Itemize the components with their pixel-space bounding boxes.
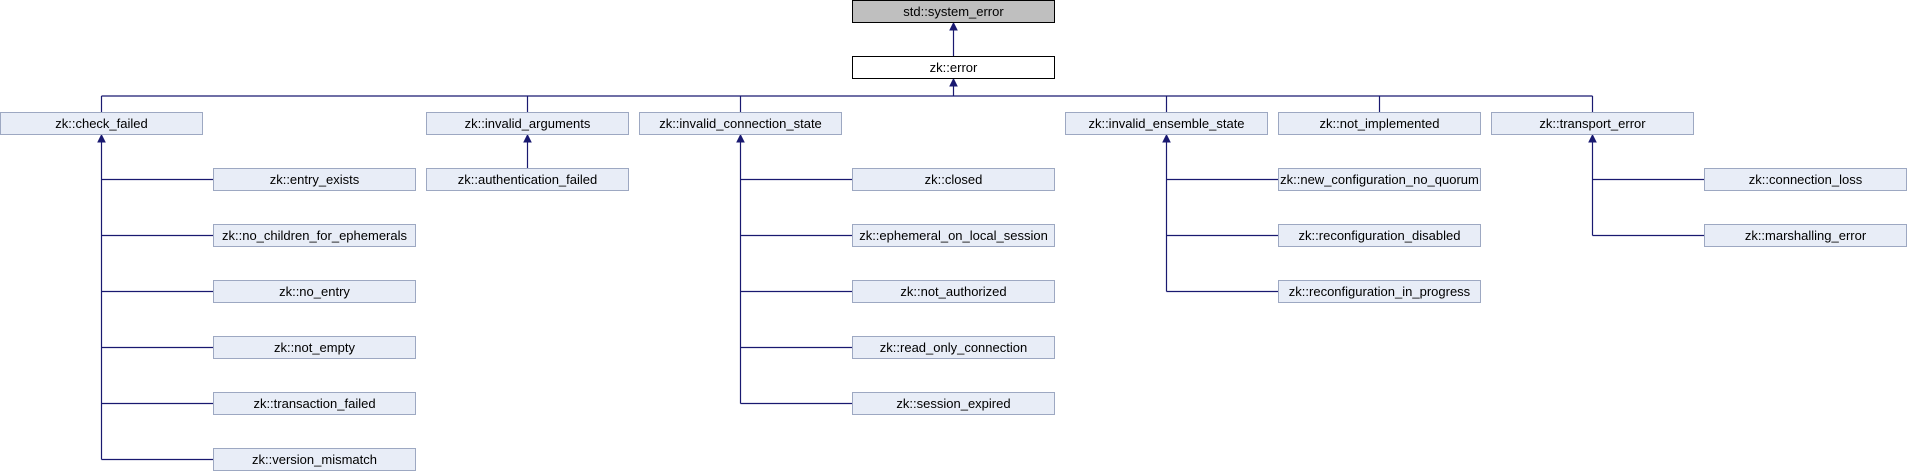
class-box (1065, 112, 1268, 135)
class-label: zk::invalid_arguments (465, 116, 591, 131)
class-node-ephemeral-on-local-session[interactable]: zk::ephemeral_on_local_session (852, 224, 1055, 247)
class-label: zk::not_empty (274, 340, 355, 355)
class-label: zk::connection_loss (1749, 172, 1863, 187)
class-node-error[interactable]: zk::error (852, 56, 1055, 79)
class-label: zk::ephemeral_on_local_session (859, 228, 1048, 243)
class-label: zk::session_expired (896, 396, 1010, 411)
class-node-closed[interactable]: zk::closed (852, 168, 1055, 191)
class-label: zk::new_configuration_no_quorum (1280, 172, 1479, 187)
class-box (852, 224, 1055, 247)
class-label: zk::transaction_failed (253, 396, 375, 411)
class-node-connection-loss[interactable]: zk::connection_loss (1704, 168, 1907, 191)
class-node-not-empty[interactable]: zk::not_empty (213, 336, 416, 359)
class-label: zk::reconfiguration_disabled (1299, 228, 1461, 243)
class-node-invalid-ensemble-state[interactable]: zk::invalid_ensemble_state (1065, 112, 1268, 135)
class-box (1278, 112, 1481, 135)
class-label: zk::invalid_ensemble_state (1088, 116, 1244, 131)
class-box (852, 56, 1055, 79)
class-node-entry-exists[interactable]: zk::entry_exists (213, 168, 416, 191)
class-box (213, 168, 416, 191)
class-label: zk::not_implemented (1320, 116, 1440, 131)
edge-group-invalid-ensemble-state (1162, 133, 1279, 293)
class-label: zk::version_mismatch (252, 452, 377, 467)
class-label: zk::check_failed (55, 116, 148, 131)
class-node-marshalling-error[interactable]: zk::marshalling_error (1704, 224, 1907, 247)
class-node-not-implemented[interactable]: zk::not_implemented (1278, 112, 1481, 135)
class-box (426, 112, 629, 135)
class-box (1278, 224, 1481, 247)
edges-layer (97, 21, 1705, 461)
class-box (0, 112, 203, 135)
class-node-new-configuration-no-quorum[interactable]: zk::new_configuration_no_quorum (1278, 168, 1481, 191)
class-label: zk::no_children_for_ephemerals (222, 228, 407, 243)
class-node-reconfiguration-disabled[interactable]: zk::reconfiguration_disabled (1278, 224, 1481, 247)
class-node-read-only-connection[interactable]: zk::read_only_connection (852, 336, 1055, 359)
class-box (1278, 168, 1481, 191)
class-node-no-children-for-ephemerals[interactable]: zk::no_children_for_ephemerals (213, 224, 416, 247)
class-box (1491, 112, 1694, 135)
class-label: zk::authentication_failed (458, 172, 597, 187)
class-label: zk::no_entry (279, 284, 350, 299)
class-node-transport-error[interactable]: zk::transport_error (1491, 112, 1694, 135)
class-label: zk::read_only_connection (880, 340, 1027, 355)
class-node-no-entry[interactable]: zk::no_entry (213, 280, 416, 303)
edge-group-transport-error (1588, 133, 1705, 237)
class-node-authentication-failed[interactable]: zk::authentication_failed (426, 168, 629, 191)
class-box (213, 336, 416, 359)
class-node-reconfiguration-in-progress[interactable]: zk::reconfiguration_in_progress (1278, 280, 1481, 303)
class-node-not-authorized[interactable]: zk::not_authorized (852, 280, 1055, 303)
class-node-system-error[interactable]: std::system_error (852, 0, 1055, 23)
class-box (213, 224, 416, 247)
class-box (213, 448, 416, 471)
class-node-invalid-arguments[interactable]: zk::invalid_arguments (426, 112, 629, 135)
class-box (852, 336, 1055, 359)
class-box (852, 0, 1055, 23)
class-node-check-failed[interactable]: zk::check_failed (0, 112, 203, 135)
arrowhead (523, 133, 532, 143)
edge-group-invalid-connection-state (736, 133, 853, 405)
arrowhead (736, 133, 745, 143)
class-node-invalid-connection-state[interactable]: zk::invalid_connection_state (639, 112, 842, 135)
class-box (213, 392, 416, 415)
edge-group-invalid-arguments (523, 133, 532, 169)
edge-group-error (100, 77, 1594, 113)
arrowhead (949, 77, 958, 87)
class-label: zk::reconfiguration_in_progress (1289, 284, 1471, 299)
class-label: zk::entry_exists (270, 172, 360, 187)
class-box (213, 280, 416, 303)
class-box (852, 280, 1055, 303)
class-box (426, 168, 629, 191)
class-label: zk::error (930, 60, 978, 75)
edge-group-check-failed (97, 133, 214, 461)
class-label: zk::transport_error (1539, 116, 1646, 131)
class-box (639, 112, 842, 135)
class-node-transaction-failed[interactable]: zk::transaction_failed (213, 392, 416, 415)
arrowhead (1588, 133, 1597, 143)
arrowhead (97, 133, 106, 143)
class-node-version-mismatch[interactable]: zk::version_mismatch (213, 448, 416, 471)
edge-group-system-error (949, 21, 958, 57)
class-label: std::system_error (903, 4, 1004, 19)
class-node-session-expired[interactable]: zk::session_expired (852, 392, 1055, 415)
class-box (852, 392, 1055, 415)
class-label: zk::not_authorized (900, 284, 1006, 299)
class-box (1278, 280, 1481, 303)
arrowhead (1162, 133, 1171, 143)
arrowhead (949, 21, 958, 31)
class-label: zk::closed (925, 172, 983, 187)
class-label: zk::invalid_connection_state (659, 116, 822, 131)
class-box (852, 168, 1055, 191)
class-label: zk::marshalling_error (1745, 228, 1867, 243)
